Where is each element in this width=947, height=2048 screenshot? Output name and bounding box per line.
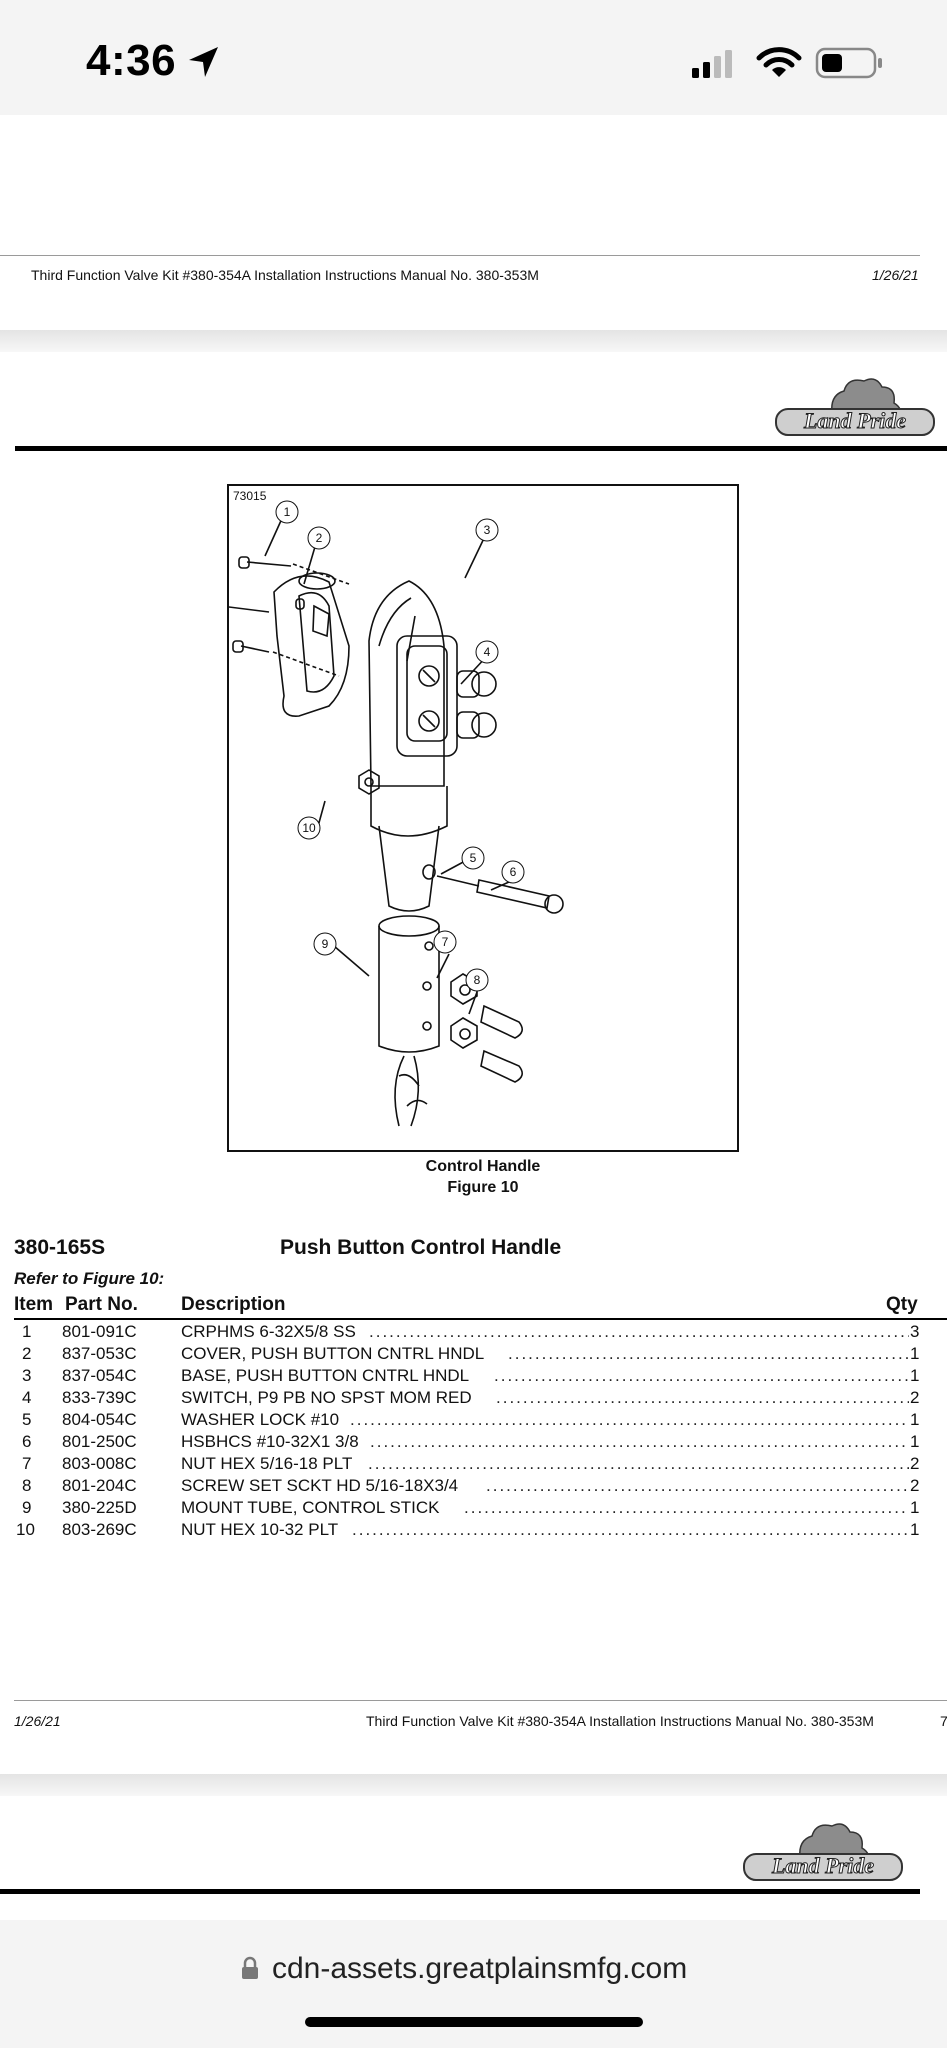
cellular-signal-icon — [692, 50, 732, 78]
table-header-rule — [14, 1318, 947, 1320]
callout-2: 2 — [316, 531, 323, 545]
url-address[interactable]: cdn-assets.greatplainsmfg.com — [272, 1952, 688, 1985]
land-pride-logo: Land Pride — [775, 378, 935, 436]
land-pride-logo: Land Pride — [743, 1823, 903, 1881]
col-item-header: Item — [14, 1294, 54, 1315]
page2-footer-title: Third Function Valve Kit #380-354A Insta… — [366, 1713, 874, 1729]
callout-4: 4 — [484, 645, 491, 659]
location-arrow-icon — [189, 47, 218, 77]
parts-list-title: Push Button Control Handle — [280, 1236, 562, 1259]
callout-10: 10 — [302, 821, 316, 835]
status-bar — [0, 0, 947, 115]
page2-footer-date: 1/26/21 — [14, 1713, 61, 1729]
figure-id: 73015 — [233, 489, 267, 503]
page-separator — [0, 330, 947, 352]
callout-5: 5 — [470, 851, 477, 865]
callout-8: 8 — [474, 973, 481, 987]
callout-9: 9 — [322, 937, 329, 951]
wifi-icon — [756, 47, 802, 77]
figure-caption: Control Handle — [425, 1158, 541, 1175]
kit-part-number: 380-165S — [14, 1236, 106, 1259]
header-rule — [0, 1889, 920, 1894]
col-desc-header: Description — [181, 1294, 286, 1315]
callout-1: 1 — [284, 505, 291, 519]
page-rule — [0, 255, 920, 256]
page-separator — [0, 1774, 947, 1796]
page-number: 7 — [940, 1713, 947, 1729]
page1-footer-date: 1/26/21 — [872, 267, 919, 283]
battery-icon — [815, 47, 882, 79]
header-rule — [15, 446, 947, 451]
lock-icon — [242, 1956, 258, 1979]
col-part-header: Part No. — [65, 1294, 138, 1315]
svg-text:Land Pride: Land Pride — [803, 408, 906, 433]
page-rule — [14, 1700, 947, 1701]
callout-3: 3 — [484, 523, 491, 537]
refer-note: Refer to Figure 10: — [14, 1269, 165, 1288]
status-time: 4:36 — [86, 36, 177, 85]
col-qty-header: Qty — [886, 1294, 918, 1315]
page1-footer-title: Third Function Valve Kit #380-354A Insta… — [31, 267, 539, 283]
figure-frame — [227, 484, 739, 1152]
figure-number: Figure 10 — [447, 1179, 519, 1196]
home-indicator[interactable] — [305, 2017, 643, 2027]
callout-7: 7 — [442, 935, 449, 949]
control-handle-diagram: 1 2 3 4 5 6 7 8 9 10 — [229, 500, 564, 1127]
svg-text:Land Pride: Land Pride — [771, 1853, 874, 1878]
callout-6: 6 — [510, 865, 517, 879]
